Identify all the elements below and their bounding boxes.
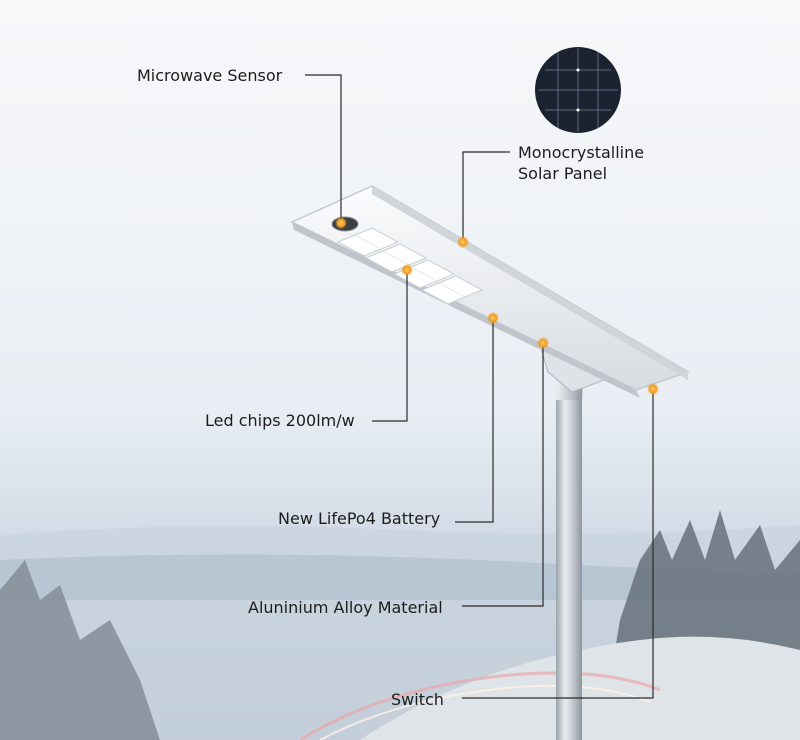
callout-dots [335, 217, 659, 395]
highway-light-trails [299, 671, 661, 740]
led-chip-grid [354, 234, 466, 298]
left-hill-trees [0, 560, 160, 740]
light-pole [556, 400, 582, 740]
label-microwave-sensor: Microwave Sensor [137, 66, 283, 85]
label-solar-panel-line2: Solar Panel [518, 164, 608, 183]
lamp-housing-edge [372, 186, 688, 380]
solar-panel-thumbnail [535, 47, 621, 133]
label-switch: Switch [391, 690, 444, 709]
lamp-housing-underside [292, 222, 640, 398]
label-solar-panel-line1: Monocrystalline [518, 143, 645, 162]
highway-light-trails-2 [319, 684, 651, 740]
label-led-chips: Led chips 200lm/w [205, 411, 355, 430]
leader-lines [305, 74, 654, 699]
city-lights-band [0, 554, 800, 600]
label-battery: New LifePo4 Battery [278, 509, 441, 528]
label-alloy: Aluninium Alloy Material [248, 598, 443, 617]
